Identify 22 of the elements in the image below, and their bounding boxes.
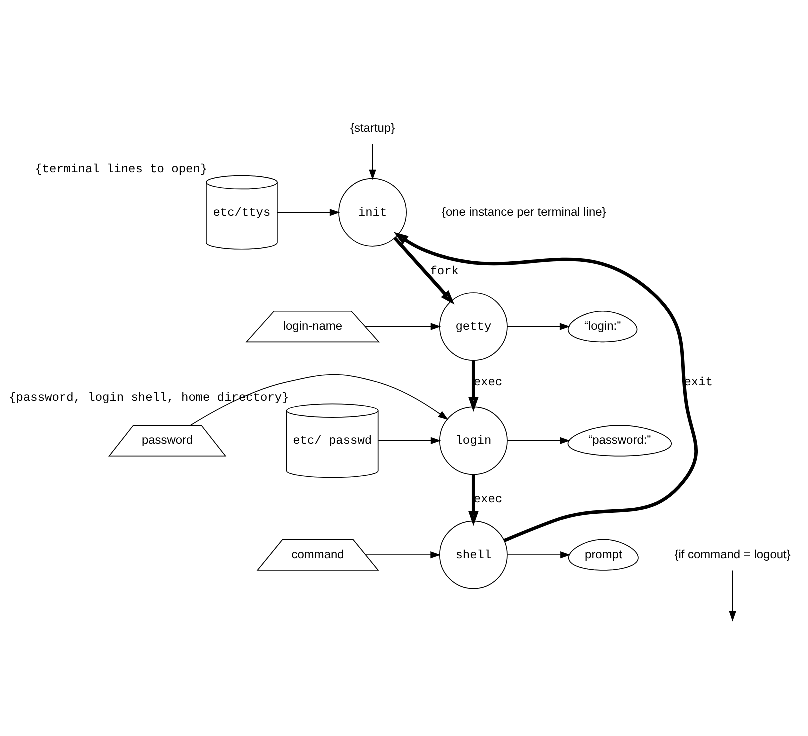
- node-text: {startup}: [350, 120, 396, 134]
- arrow: [394, 236, 455, 304]
- arrow: [507, 550, 571, 558]
- node-label: {terminal lines to open}: [35, 162, 208, 176]
- arrow: [507, 322, 570, 330]
- arrow: [190, 374, 449, 426]
- node-circle: shell: [439, 520, 508, 589]
- arrow: [468, 360, 479, 412]
- arrow: [507, 436, 570, 444]
- arrow: [378, 436, 442, 444]
- node-circle: init: [338, 178, 407, 246]
- arrow: [369, 143, 376, 180]
- arrow: [729, 570, 736, 622]
- node-text: {if command = logout}: [674, 546, 791, 561]
- arrow: [364, 322, 442, 330]
- arrow: [366, 550, 441, 558]
- arrow: [394, 232, 698, 542]
- edge-label: fork: [430, 264, 459, 278]
- arrow: [277, 208, 340, 216]
- arrow: [468, 474, 479, 526]
- node-circle: getty: [439, 292, 508, 360]
- label: {one instance per terminal line}: [442, 204, 606, 218]
